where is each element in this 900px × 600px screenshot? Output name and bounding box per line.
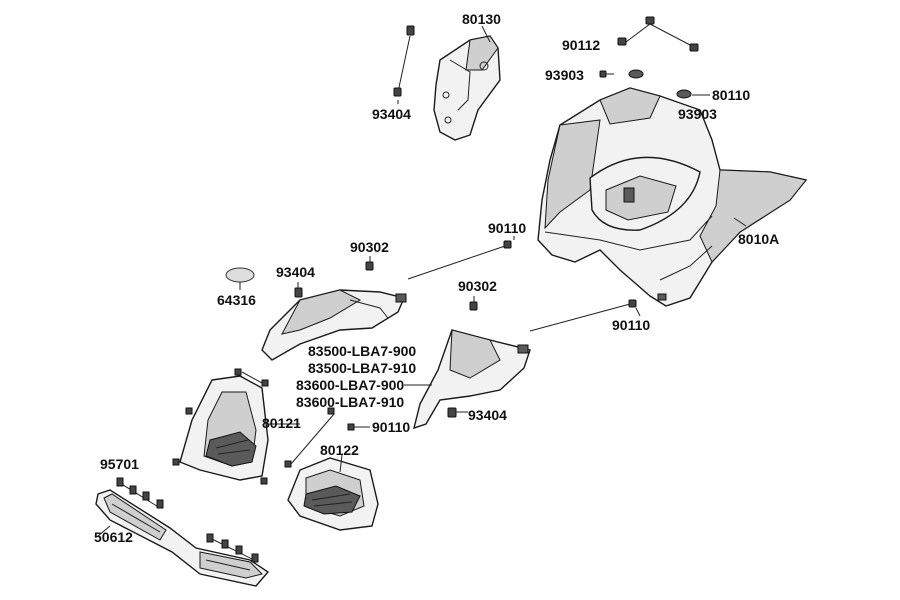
bolt-90302-b (469, 301, 478, 311)
nut-80110 (628, 69, 692, 99)
label-50612: 50612 (94, 529, 133, 545)
label-90302-left: 90302 (350, 239, 389, 255)
label-93404-top: 93404 (372, 106, 411, 122)
label-95701: 95701 (100, 456, 139, 472)
label-90110-lower: 90110 (372, 419, 410, 435)
label-83600-900: 83600-LBA7-900 (296, 377, 404, 393)
side-panel-83600 (413, 329, 531, 430)
label-80130: 80130 (462, 11, 501, 27)
label-83500-900: 83500-LBA7-900 (308, 343, 416, 359)
bolt-93404-top (393, 25, 415, 97)
label-93903-top: 93903 (545, 67, 584, 83)
fasteners-80121 (172, 368, 355, 485)
label-80121: 80121 (262, 415, 301, 431)
label-90112: 90112 (562, 37, 600, 53)
rear-fender-8010a (537, 87, 808, 307)
footwell-80122 (287, 457, 379, 531)
bolt-93404-b (294, 287, 303, 298)
side-panel-83500 (261, 289, 407, 361)
fasteners-90112 (617, 16, 699, 52)
label-90302-right: 90302 (458, 278, 497, 294)
bracket-80130 (433, 35, 501, 141)
bolt-93404-c (447, 407, 457, 418)
bolt-90302-a (365, 261, 374, 271)
label-80122: 80122 (320, 442, 359, 458)
label-90110-right: 90110 (612, 317, 650, 333)
label-90110-upper: 90110 (488, 220, 526, 236)
label-93903-right: 93903 (678, 106, 717, 122)
label-80110: 80110 (712, 87, 750, 103)
cap-64316 (225, 267, 255, 283)
label-83500-910: 83500-LBA7-910 (308, 360, 416, 376)
label-93404-right: 93404 (468, 407, 507, 423)
label-83600-910: 83600-LBA7-910 (296, 394, 404, 410)
label-93404-left: 93404 (276, 264, 315, 280)
label-64316: 64316 (217, 292, 256, 308)
footrest-50612 (95, 489, 270, 587)
label-8010a: 8010A (738, 231, 779, 247)
bolts-95701 (116, 477, 259, 563)
footwell-80121 (179, 375, 269, 481)
